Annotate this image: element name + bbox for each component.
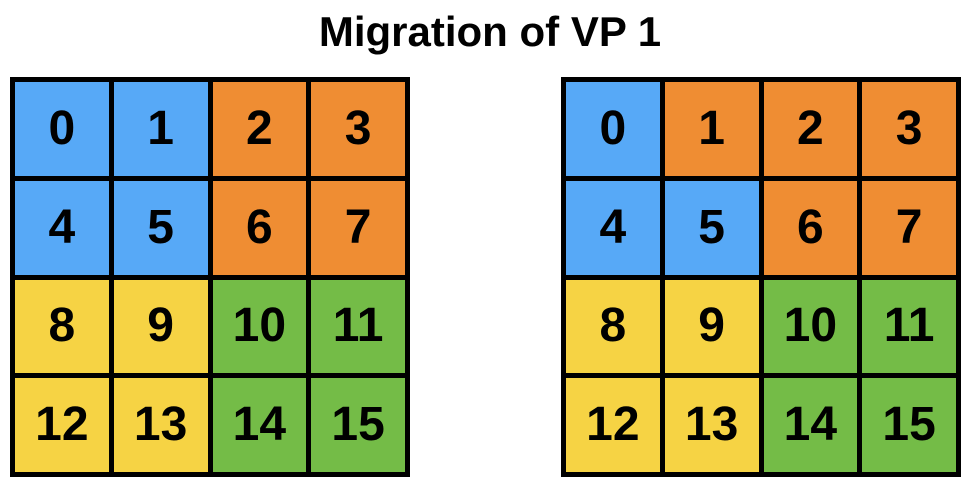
grid-cell-15: 15 xyxy=(311,378,405,472)
grid-cell-8: 8 xyxy=(566,279,660,374)
grid-cell-8: 8 xyxy=(15,279,109,374)
grid-cell-6: 6 xyxy=(763,180,858,275)
grid-cell-14: 14 xyxy=(763,378,858,472)
grid-cell-9: 9 xyxy=(664,279,759,374)
grid-cell-3: 3 xyxy=(311,82,405,176)
grid-cell-6: 6 xyxy=(212,180,307,275)
grid-cell-15: 15 xyxy=(862,378,956,472)
grid-cell-13: 13 xyxy=(664,378,759,472)
grid-cell-10: 10 xyxy=(212,279,307,374)
grid-cell-7: 7 xyxy=(311,180,405,275)
grid-cell-5: 5 xyxy=(664,180,759,275)
grid-cell-12: 12 xyxy=(566,378,660,472)
grid-cell-1: 1 xyxy=(113,82,208,176)
grid-cell-11: 11 xyxy=(862,279,956,374)
grid-cell-0: 0 xyxy=(566,82,660,176)
grid-cell-11: 11 xyxy=(311,279,405,374)
grid-cell-0: 0 xyxy=(15,82,109,176)
diagram-title: Migration of VP 1 xyxy=(318,8,662,55)
grid-cell-13: 13 xyxy=(113,378,208,472)
grid-cell-9: 9 xyxy=(113,279,208,374)
grid-cell-12: 12 xyxy=(15,378,109,472)
grid-cell-2: 2 xyxy=(763,82,858,176)
grid-cell-3: 3 xyxy=(862,82,956,176)
grid-cell-4: 4 xyxy=(566,180,660,275)
grid-cell-10: 10 xyxy=(763,279,858,374)
grid-cell-14: 14 xyxy=(212,378,307,472)
grid-cell-7: 7 xyxy=(862,180,956,275)
grid-cell-5: 5 xyxy=(113,180,208,275)
grid-cell-4: 4 xyxy=(15,180,109,275)
grid-cell-2: 2 xyxy=(212,82,307,176)
grid-cell-1: 1 xyxy=(664,82,759,176)
